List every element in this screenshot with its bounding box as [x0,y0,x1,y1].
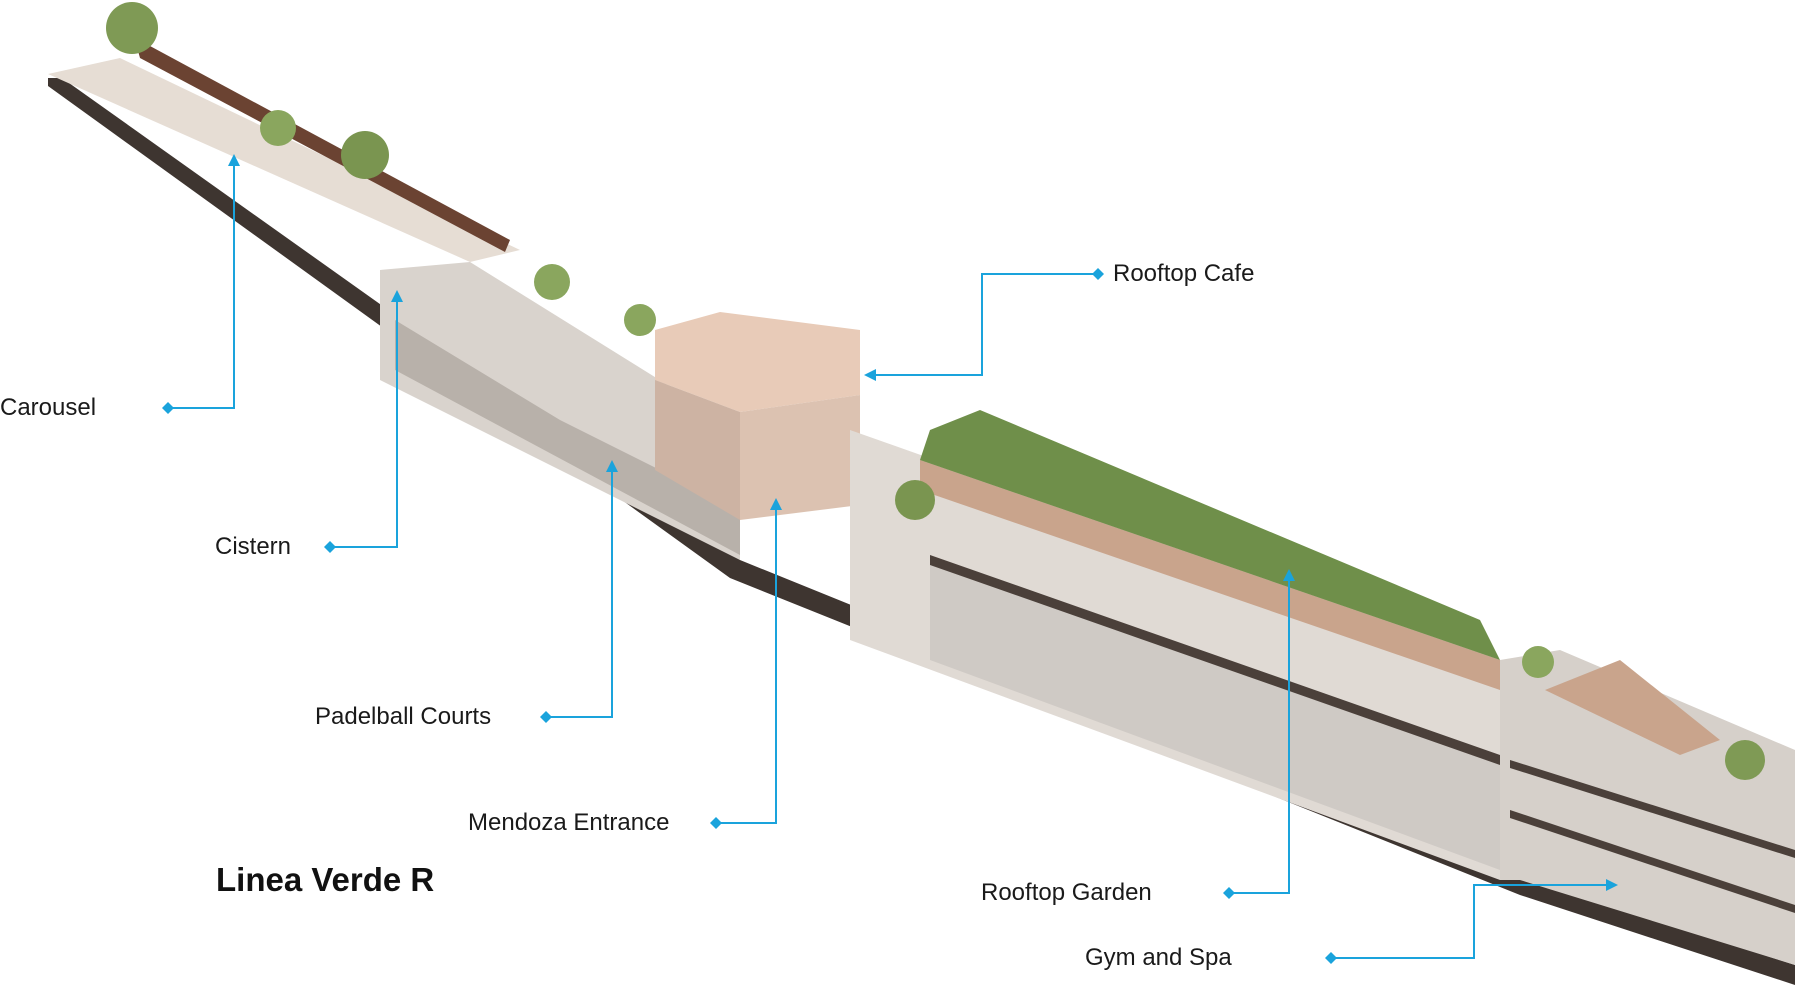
upper-plaza [48,58,520,262]
pavilion-roof [655,312,860,412]
arrowhead-carousel [228,154,240,166]
tree [341,131,389,179]
callout-arrowheads [228,154,1618,891]
diagram-title: Linea Verde R [216,861,435,898]
tree [624,304,656,336]
rooftop-garden-foliage [920,410,1500,660]
brick-wall [135,40,510,252]
marker-mendoza [710,817,722,829]
long-building-slab [930,555,1500,765]
callout-line-carousel [168,160,235,409]
arrowhead-cistern [391,290,403,302]
callout-line-padelball [546,466,613,718]
arrowhead-rooftop-garden [1283,569,1295,581]
callout-line-mendoza [716,504,777,824]
marker-gym-spa [1325,952,1337,964]
callout-label-gym-spa: Gym and Spa [1085,944,1232,971]
callout-label-mendoza: Mendoza Entrance [468,809,670,836]
callout-label-padelball: Padelball Courts [315,703,492,730]
callout-lines [168,160,1612,959]
marker-cistern [324,541,336,553]
long-building-interior [930,560,1500,870]
arrowhead-mendoza [770,498,782,510]
trees [106,2,1765,780]
east-volume-slab-2 [1510,810,1795,913]
pergola-band [920,460,1500,690]
marker-padelball [540,711,552,723]
marker-rooftop-garden [1223,887,1235,899]
callout-label-rooftop-cafe: Rooftop Cafe [1113,260,1255,287]
marker-carousel [162,402,174,414]
callout-label-cistern: Cistern [215,533,292,560]
building-section [48,40,1795,985]
tree [1725,740,1765,780]
pavilion-east-face [740,395,860,520]
callout-markers [162,268,1337,964]
marker-rooftop-cafe [1092,268,1104,280]
east-pergola [1545,660,1720,755]
tree [260,110,296,146]
pavilion-body [655,380,740,520]
arrowhead-rooftop-cafe [864,369,876,381]
tree [895,480,935,520]
callout-line-gym-spa [1331,884,1612,959]
lower-volume-west-floor [395,320,740,555]
callout-label-carousel: Carousel [0,394,97,421]
callout-line-rooftop-garden [1229,575,1290,894]
callout-line-cistern [330,296,398,548]
tree [534,264,570,300]
arrowhead-padelball [606,460,618,472]
callout-label-rooftop-garden: Rooftop Garden [981,879,1152,906]
callout-line-rooftop-cafe [870,273,1098,376]
arrowhead-gym-spa [1606,879,1618,891]
east-volume-slab-1 [1510,760,1795,858]
tree [106,2,158,54]
tree [1522,646,1554,678]
